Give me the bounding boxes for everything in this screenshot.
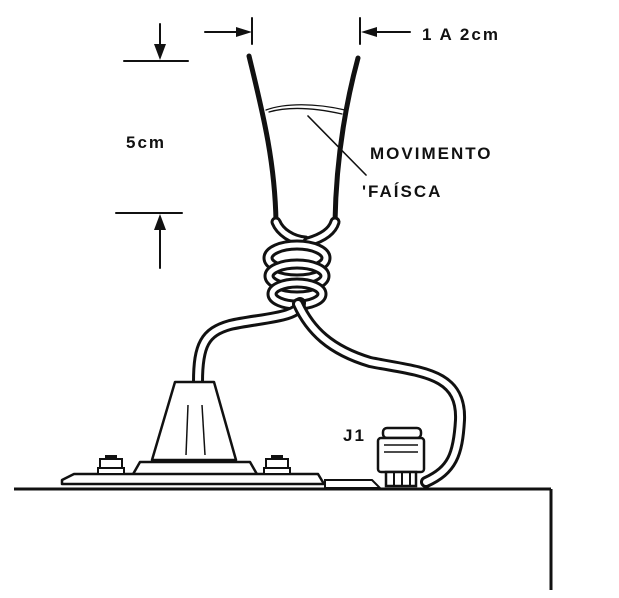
jack-connector <box>324 426 426 489</box>
movement-label: MOVIMENTO <box>370 144 493 163</box>
screw-left <box>97 455 125 475</box>
arrow-left-icon <box>361 27 377 37</box>
screw-right <box>263 455 291 475</box>
height-dimension <box>115 23 189 269</box>
arrow-right-icon <box>236 27 252 37</box>
antenna-base <box>60 380 326 486</box>
antenna-wire <box>192 297 306 388</box>
spark-path <box>265 104 346 115</box>
gap-label: 1 A 2cm <box>422 25 500 44</box>
gap-dimension <box>204 17 411 45</box>
height-label: 5cm <box>126 133 166 152</box>
leader-line <box>307 115 367 176</box>
jack-wire <box>292 298 467 488</box>
electrodes <box>246 53 361 225</box>
spark-label: 'FAÍSCA <box>362 182 442 201</box>
wire-coil <box>262 216 341 311</box>
arrow-up-icon <box>154 214 166 230</box>
jack-label: J1 <box>343 426 366 445</box>
chassis <box>14 487 553 590</box>
arrow-down-icon <box>154 44 166 60</box>
